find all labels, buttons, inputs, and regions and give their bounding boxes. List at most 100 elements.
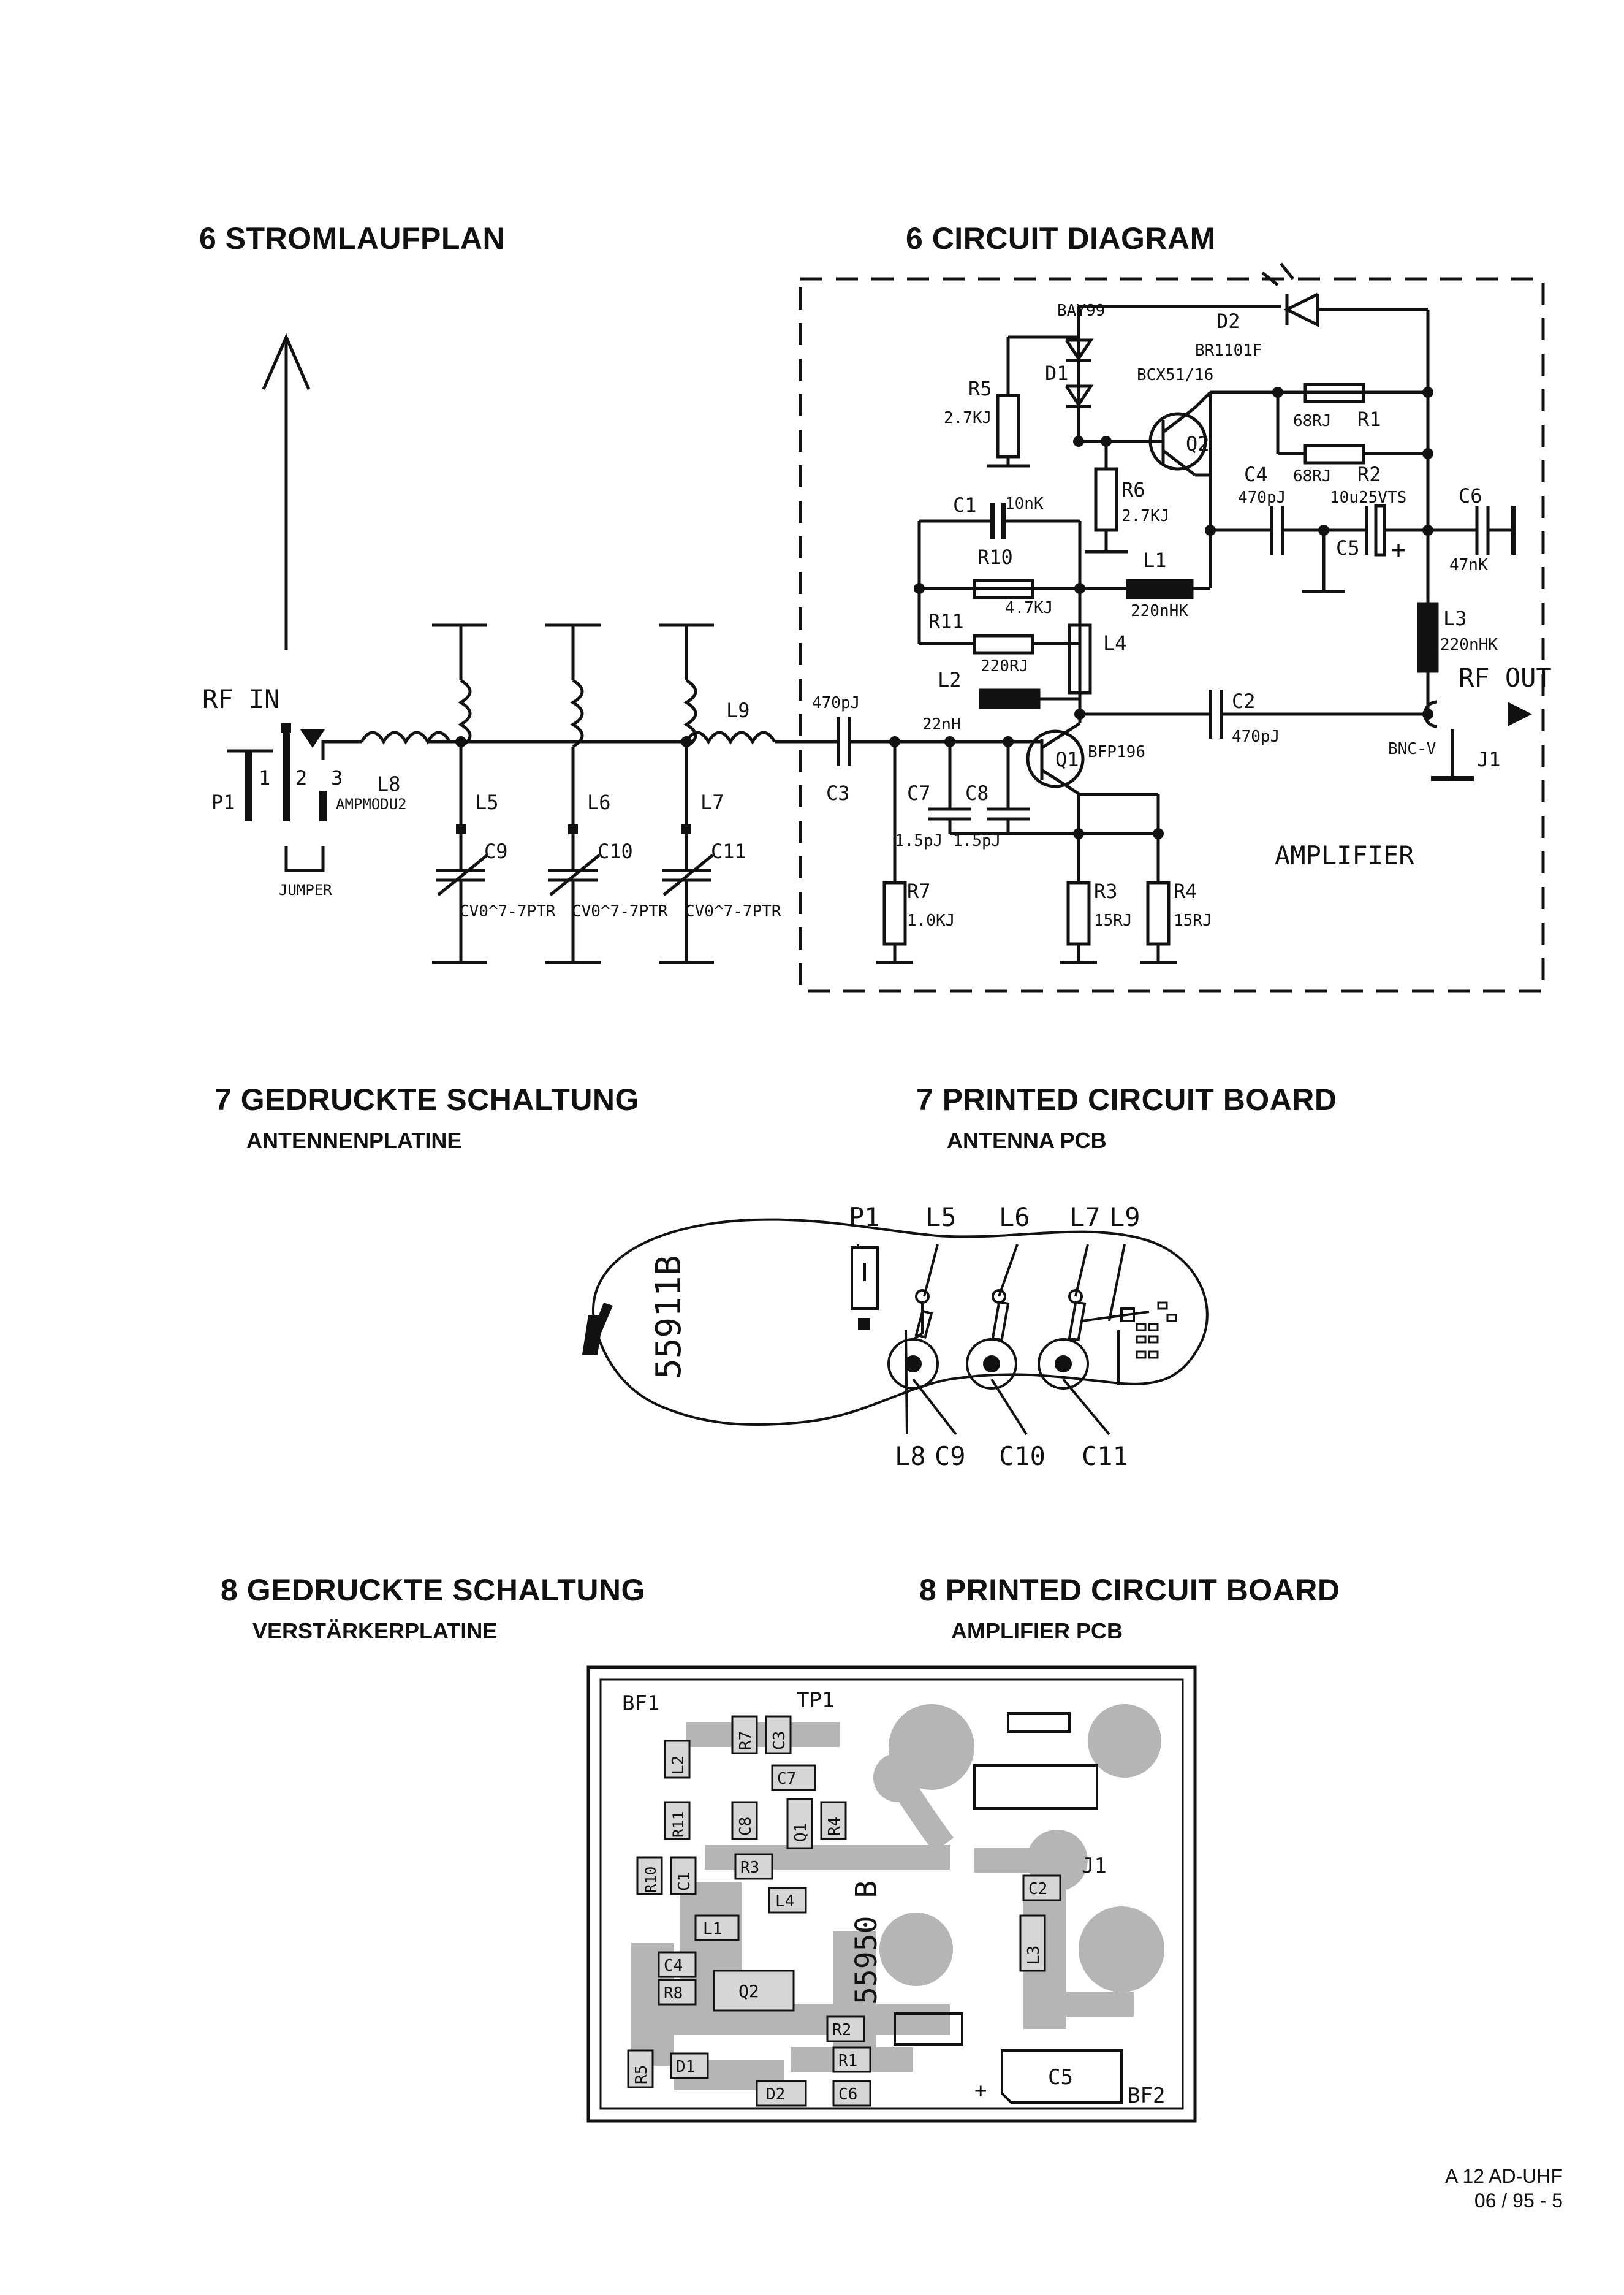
- antenna-pcb-outline: [592, 1218, 1209, 1426]
- section8-sub-en: AMPLIFIER PCB: [951, 1618, 1123, 1643]
- pin3-label: 3: [331, 766, 343, 790]
- r3-label: R3: [740, 1859, 759, 1877]
- c2-value: 470pJ: [1232, 728, 1280, 746]
- c11-label: C11: [1082, 1441, 1128, 1471]
- c7-label: C7: [777, 1770, 796, 1788]
- l2-value: 22nH: [922, 715, 961, 734]
- l7-label: L7: [1069, 1202, 1101, 1232]
- pin2-label: 2: [295, 766, 307, 790]
- r6-value: 2.7KJ: [1121, 507, 1169, 525]
- r5-value: 2.7KJ: [944, 409, 992, 427]
- c1-label: C1: [953, 493, 977, 517]
- q2-label: Q2: [738, 1981, 759, 2001]
- amplifier-pcb: BF1 TP1 J1 BF2 L2 R7 C3 C7 R11 C8 Q1 R4 …: [586, 1665, 1197, 2123]
- r2-value: 68RJ: [1293, 467, 1332, 485]
- l2-label: L2: [669, 1756, 688, 1775]
- l8-value: AMPMODU2: [336, 796, 407, 813]
- section8-heading-de: 8 GEDRUCKTE SCHALTUNG: [221, 1573, 645, 1607]
- c11-label: C11: [711, 840, 746, 863]
- l4-label: L4: [775, 1892, 794, 1911]
- jumper-label: JUMPER: [279, 881, 332, 899]
- r8-label: R8: [664, 1984, 683, 2003]
- c3-label: C3: [826, 782, 850, 805]
- bf1-label: BF1: [622, 1691, 659, 1716]
- r2-label: R2: [1357, 463, 1381, 486]
- p1-label: P1: [211, 791, 235, 814]
- antenna-board-number: 55911B: [649, 1255, 689, 1379]
- l5-label: L5: [475, 791, 499, 814]
- r3-label: R3: [1094, 880, 1118, 903]
- r1-value: 68RJ: [1293, 412, 1332, 430]
- d2-label: D2: [766, 2085, 785, 2104]
- q1-label: Q1: [1055, 748, 1079, 771]
- q1-value: BFP196: [1088, 743, 1145, 761]
- c9-label: C9: [935, 1441, 966, 1471]
- c9-value: CV0^7-7PTR: [460, 902, 556, 921]
- l8-label: L8: [377, 772, 401, 796]
- c10-label: C10: [598, 840, 633, 863]
- r4-label: R4: [825, 1817, 844, 1836]
- tp1-label: TP1: [797, 1688, 834, 1713]
- c7-label: C7: [907, 782, 931, 805]
- q1-transistor: [1026, 729, 1085, 788]
- c5-label: C5: [1336, 536, 1360, 560]
- section7-sub-de: ANTENNENPLATINE: [246, 1128, 462, 1153]
- c8-label: C8: [965, 782, 989, 805]
- section6-heading-de: 6 STROMLAUFPLAN: [199, 221, 506, 256]
- l4-label: L4: [1103, 631, 1127, 655]
- r1-label: R1: [1357, 408, 1381, 431]
- r4-label: R4: [1174, 880, 1197, 903]
- section7-heading-en: 7 PRINTED CIRCUIT BOARD: [916, 1083, 1337, 1117]
- c5-plus: +: [1391, 536, 1406, 564]
- antenna-pcb: 55911B P1 L5 L6 L7 L9 L8 C9 C10 C11: [582, 1202, 1209, 1471]
- c10-label: C10: [999, 1441, 1045, 1471]
- q1-label: Q1: [792, 1823, 810, 1842]
- r11-label: R11: [670, 1811, 687, 1838]
- section8-heading-en: 8 PRINTED CIRCUIT BOARD: [919, 1573, 1340, 1607]
- section7-heading-de: 7 GEDRUCKTE SCHALTUNG: [214, 1083, 639, 1117]
- r3-value: 15RJ: [1094, 912, 1133, 930]
- d2-value: BR1101F: [1195, 341, 1262, 360]
- c5-value: 10u25VTS: [1330, 489, 1406, 507]
- c1-value: 10nK: [1005, 495, 1044, 513]
- c8-label: C8: [737, 1817, 755, 1836]
- r1-label: R1: [838, 2052, 857, 2070]
- q2-label: Q2: [1186, 432, 1210, 455]
- r7-label: R7: [907, 880, 931, 903]
- r5-label: R5: [968, 377, 992, 400]
- d1-label: D1: [1045, 362, 1069, 385]
- r7-value: 1.0KJ: [907, 912, 955, 930]
- r10-label: R10: [977, 546, 1013, 569]
- c4-label: C4: [1244, 463, 1268, 486]
- q2-value: BCX51/16: [1137, 366, 1213, 384]
- l6-label: L6: [587, 791, 611, 814]
- c10-value: CV0^7-7PTR: [572, 902, 668, 921]
- r2-label: R2: [832, 2021, 851, 2039]
- l9-label: L9: [1109, 1202, 1140, 1232]
- r6-label: R6: [1121, 478, 1145, 501]
- r11-label: R11: [928, 610, 964, 633]
- c5-label: C5: [1048, 2065, 1073, 2090]
- section7-sub-en: ANTENNA PCB: [947, 1128, 1107, 1153]
- amplifier-label: AMPLIFIER: [1275, 840, 1414, 870]
- bay99-label: BAY99: [1057, 302, 1105, 320]
- c2-label: C2: [1028, 1880, 1047, 1898]
- l6-label: L6: [999, 1202, 1030, 1232]
- l8-label: L8: [895, 1441, 926, 1471]
- c2-label: C2: [1232, 690, 1256, 713]
- rf-in-label: RF IN: [202, 684, 279, 714]
- c3-label: C3: [770, 1731, 789, 1750]
- c3-value: 470pJ: [812, 694, 860, 712]
- c6-label: C6: [1459, 484, 1482, 508]
- c6-label: C6: [838, 2085, 857, 2104]
- p1-label: P1: [849, 1202, 880, 1232]
- r10-label: R10: [642, 1867, 659, 1893]
- section8-sub-de: VERSTÄRKERPLATINE: [252, 1618, 498, 1643]
- bnc-label: BNC-V: [1388, 740, 1436, 758]
- rf-out-label: RF OUT: [1459, 663, 1552, 693]
- amplifier-box: [799, 277, 1545, 993]
- footer-date-page: 06 / 95 - 5: [1474, 2190, 1563, 2212]
- bf2-label: BF2: [1128, 2084, 1165, 2108]
- c5-plus-label: +: [974, 2079, 987, 2103]
- c6-value: 47nK: [1449, 556, 1488, 574]
